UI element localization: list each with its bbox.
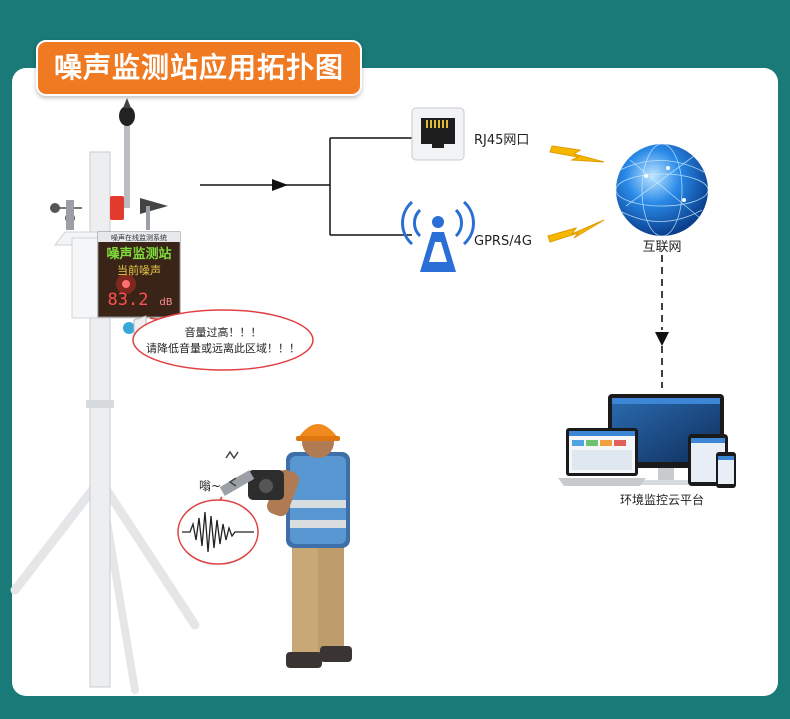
platform-devices <box>558 394 736 488</box>
warning-line-1: 音量过高！！！ <box>185 325 262 339</box>
lightning-icon <box>549 145 605 163</box>
globe-icon <box>615 143 709 237</box>
ethernet-port-icon <box>411 107 465 161</box>
display-title: 噪声监测站 <box>106 246 171 262</box>
noise-unit: dB <box>159 297 172 308</box>
noise-reading: 83.2 <box>108 290 149 310</box>
gprs-label: GPRS/4G <box>474 234 532 249</box>
display-subtitle: 当前噪声 <box>117 263 161 277</box>
sound-wave-bubble <box>177 496 259 565</box>
arrow-right-icon <box>272 179 288 191</box>
antenna-icon <box>401 200 475 272</box>
display-header: 噪声在线监测系统 <box>111 233 167 242</box>
arrow-down-icon <box>655 332 669 346</box>
worker-with-chainsaw <box>219 424 352 668</box>
page-title: 噪声监测站应用拓扑图 <box>36 40 363 96</box>
rj45-label: RJ45网口 <box>474 133 529 148</box>
sound-label: 嗡~ <box>199 479 221 493</box>
platform-label: 环境监控云平台 <box>620 492 704 507</box>
noise-monitoring-station <box>10 98 200 694</box>
internet-label: 互联网 <box>642 240 681 255</box>
lightning-icon <box>547 219 605 243</box>
warning-line-2: 请降低音量或远离此区域！！！ <box>146 341 300 355</box>
connection-lines <box>200 137 669 388</box>
warning-bubble <box>132 309 314 371</box>
